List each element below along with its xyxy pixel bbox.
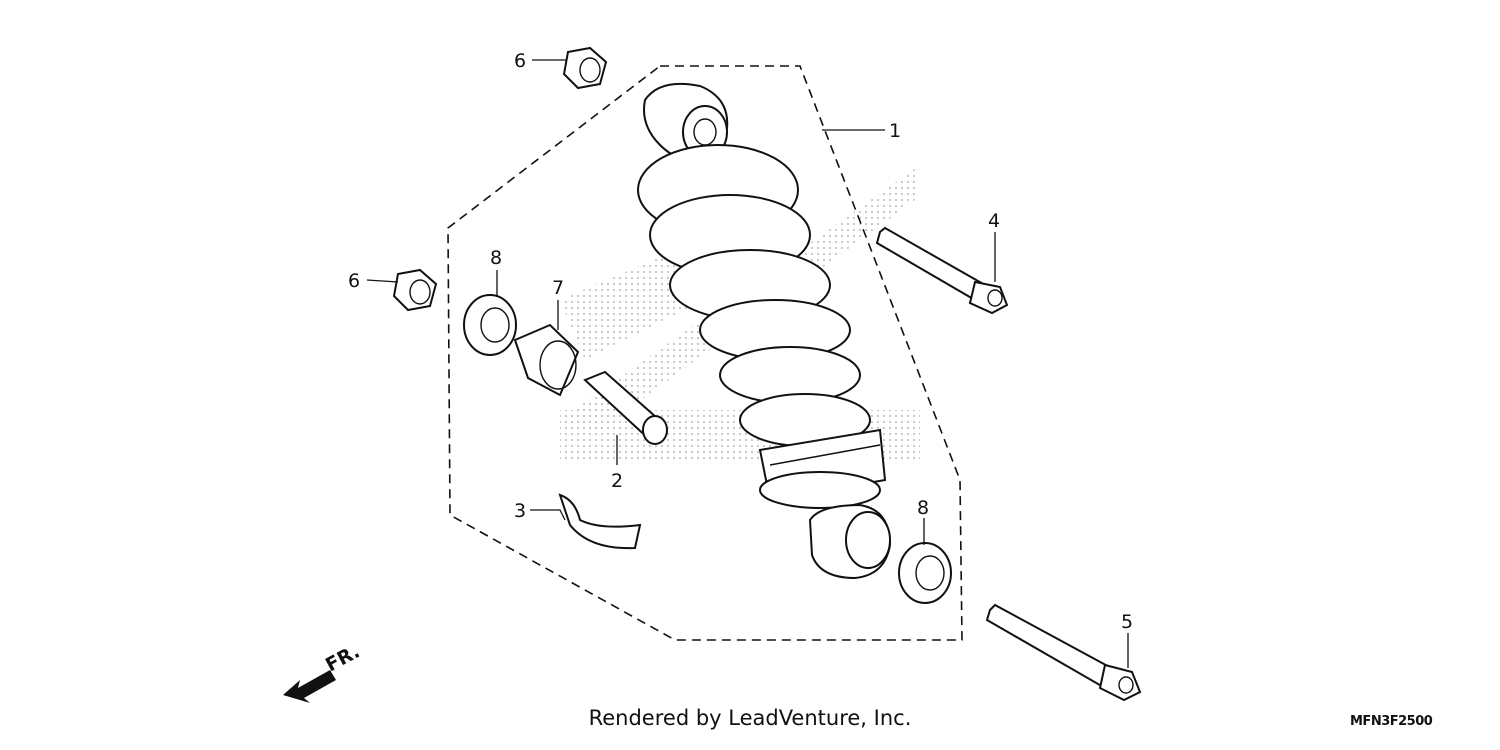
callout-1: 1 <box>889 120 901 142</box>
callout-4: 4 <box>988 210 1000 232</box>
callout-6-top: 6 <box>514 50 526 72</box>
callout-5: 5 <box>1121 611 1133 633</box>
seal-8-right <box>898 542 952 604</box>
drawing-code: MFN3F2500 <box>1350 714 1433 729</box>
collar-2 <box>583 370 668 445</box>
callout-3: 3 <box>514 500 526 522</box>
forward-arrow-icon: FR. <box>283 640 363 703</box>
bearing-7 <box>513 323 580 397</box>
bolt-5 <box>985 603 1142 702</box>
callout-2: 2 <box>611 470 623 492</box>
bolt-4 <box>875 226 1009 315</box>
nut-6-top <box>562 46 608 90</box>
assembly-outline <box>447 65 963 641</box>
strip-3 <box>558 493 642 550</box>
seal-8-left <box>463 294 517 356</box>
credit-text: Rendered by LeadVenture, Inc. <box>588 706 912 730</box>
callout-6-left: 6 <box>348 270 360 292</box>
callout-8-right: 8 <box>917 497 929 519</box>
callout-7: 7 <box>552 277 564 299</box>
callout-8-left: 8 <box>490 247 502 269</box>
nut-6-left <box>392 268 438 312</box>
shock-absorber-part <box>637 82 892 580</box>
